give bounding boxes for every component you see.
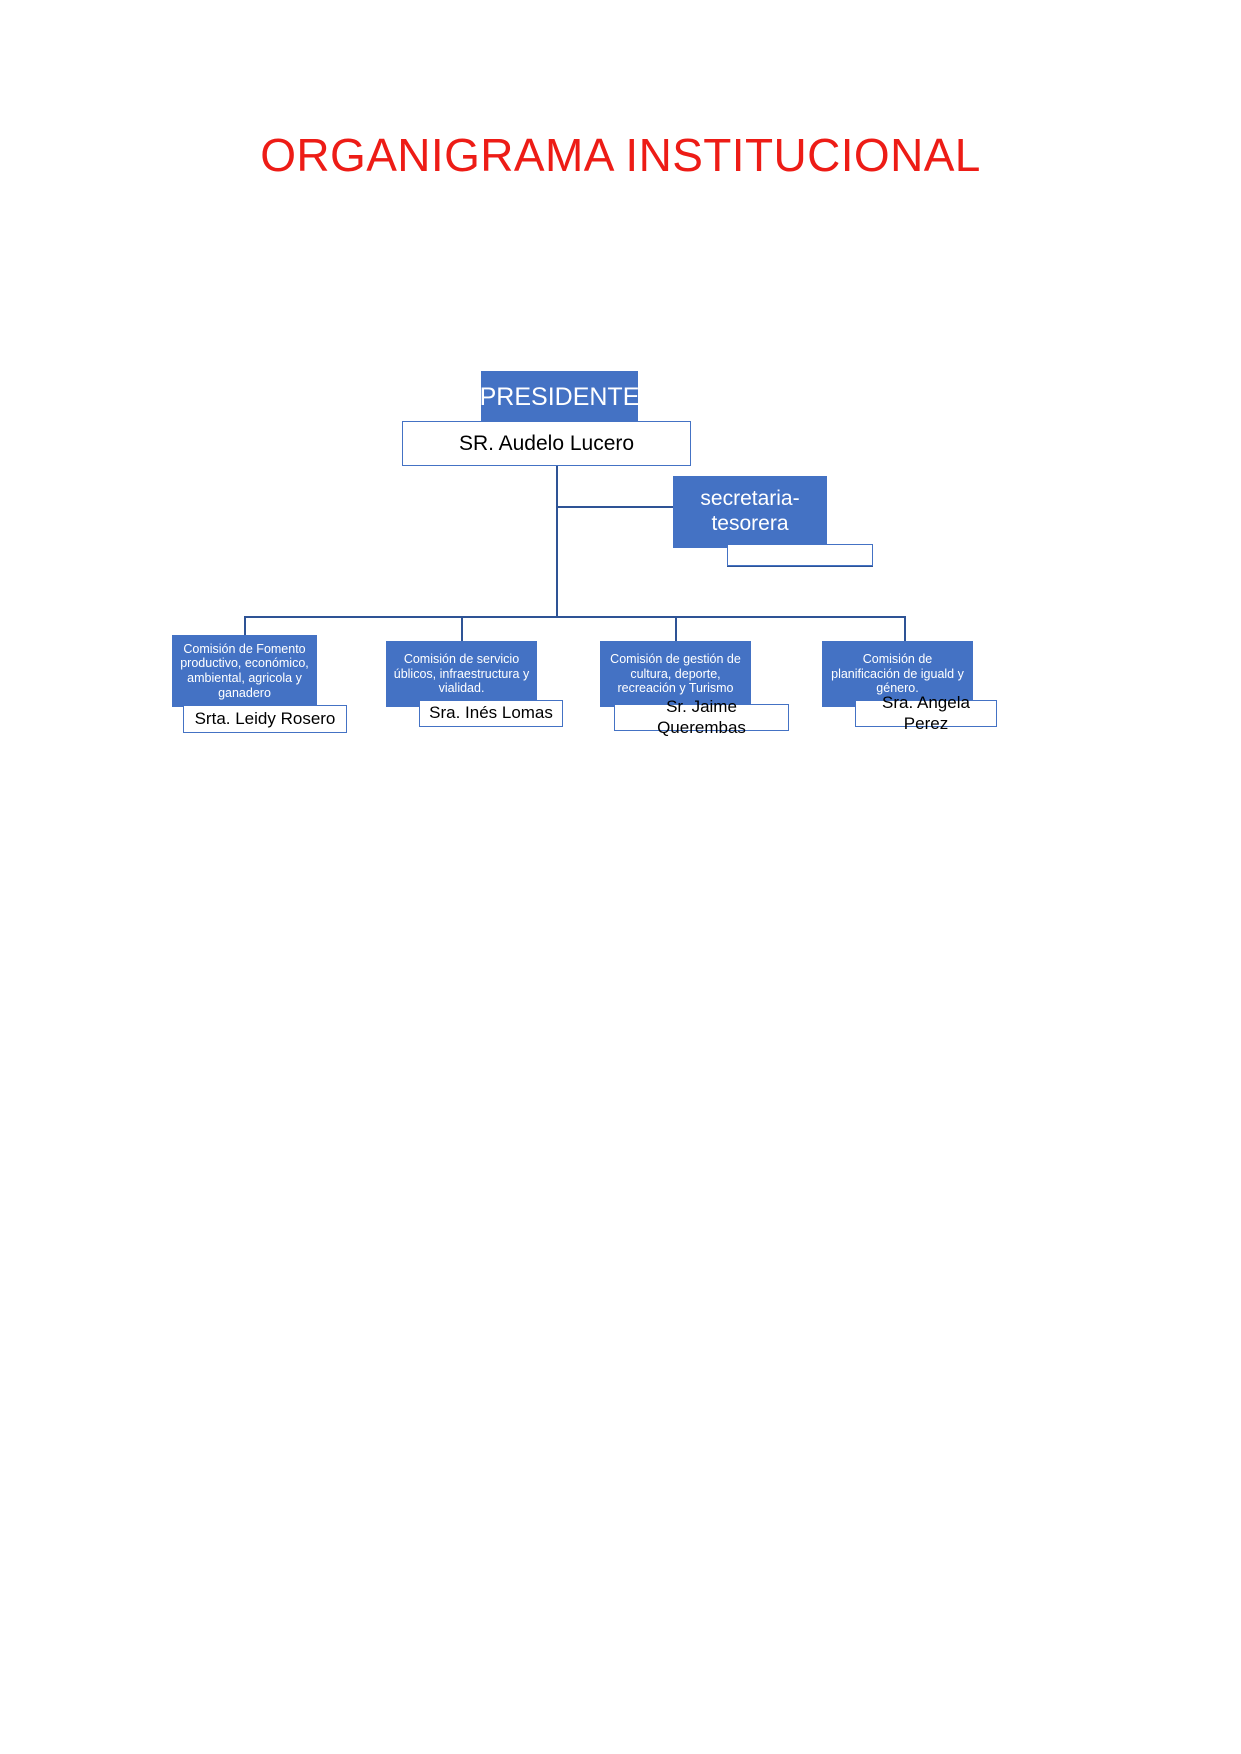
connector-secretary-bottom (727, 565, 873, 567)
connector-president-to-secretary (556, 506, 676, 508)
node-president-name[interactable]: SR. Audelo Lucero (402, 421, 691, 466)
node-secretary-role[interactable]: secretaria-tesorera (673, 476, 827, 548)
connector-president-trunk (556, 466, 558, 616)
node-commission-4-name[interactable]: Sra. Angela Perez (855, 693, 997, 733)
node-commission-2-name[interactable]: Sra. Inés Lomas (419, 700, 563, 727)
connector-drop-commission-4 (904, 616, 906, 642)
connector-drop-commission-2 (461, 616, 463, 642)
connector-commission-bus (244, 616, 905, 618)
connector-drop-commission-3 (675, 616, 677, 642)
node-president-role[interactable]: PRESIDENTE (480, 371, 639, 425)
node-commission-4-role[interactable]: Comisión de planificación de iguald y gé… (822, 641, 973, 707)
node-commission-2-role[interactable]: Comisión de servicio úblicos, infraestru… (386, 641, 537, 707)
page-title: ORGANIGRAMA INSTITUCIONAL (260, 129, 981, 181)
node-secretary-name[interactable] (727, 544, 873, 566)
node-commission-1-name[interactable]: Srta. Leidy Rosero (183, 705, 347, 733)
node-commission-3-role[interactable]: Comisión de gestión de cultura, deporte,… (600, 641, 751, 707)
connector-drop-commission-1 (244, 616, 246, 638)
node-commission-1-role[interactable]: Comisión de Fomento productivo, económic… (172, 635, 317, 707)
node-commission-3-name[interactable]: Sr. Jaime Querembas (614, 697, 789, 737)
